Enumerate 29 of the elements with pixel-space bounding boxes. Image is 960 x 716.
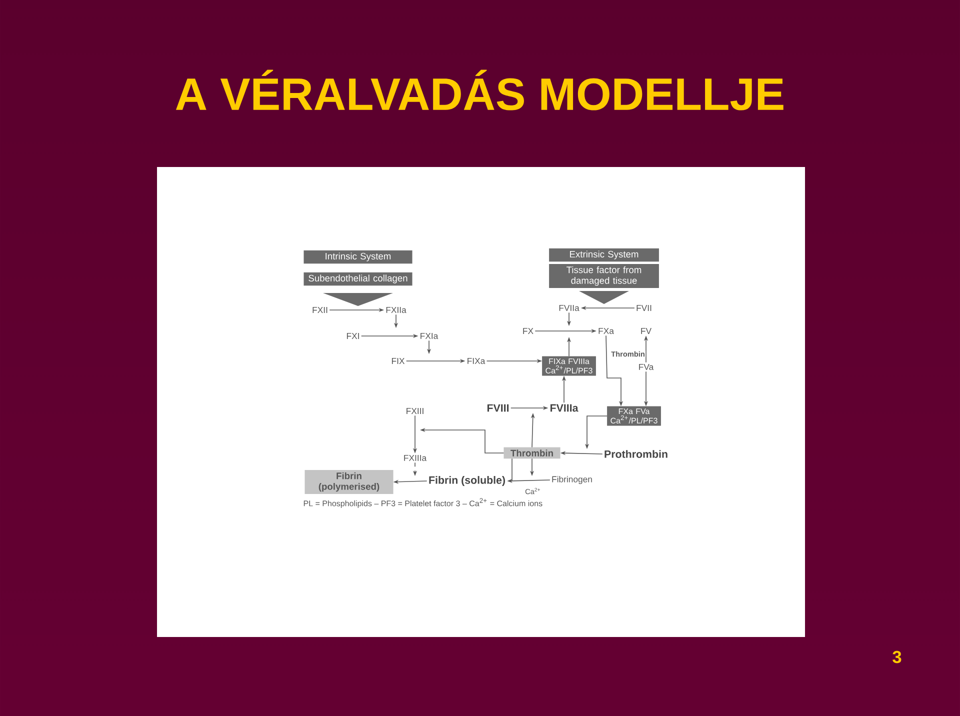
product-box: Fibrin (polymerised) [304, 470, 394, 494]
header-box: Extrinsic System [549, 248, 659, 262]
factor-label: FXI [346, 333, 359, 339]
slide-title: A VÉRALVADÁS MODELLJE [176, 70, 784, 110]
factor-label: FXIII [406, 408, 424, 414]
factor-label: FV [641, 328, 652, 334]
source-box: Tissue factor from damaged tissue [549, 264, 659, 288]
factor-label: FIX [392, 358, 405, 364]
source-box: Subendothelial collagen [304, 272, 412, 286]
header-box: Intrinsic System [304, 250, 412, 264]
factor-label: Prothrombin [604, 450, 668, 458]
factor-label: FXIIa [386, 306, 406, 314]
factor-label: FVIII [487, 404, 509, 412]
factor-label: FXIIIa [404, 454, 427, 462]
factor-label: FIXa [468, 358, 486, 364]
factor-label: FVa [639, 364, 654, 370]
product-box: Thrombin [504, 447, 560, 459]
page-number: 3 [892, 650, 902, 664]
factor-label: FXIa [420, 332, 438, 340]
complex-box: FIXa FVIIIa Ca$^{2+}$/PL/PF3 [542, 356, 596, 376]
factor-label: FVII [636, 305, 652, 311]
factor-label: FVIIIa [550, 404, 578, 412]
factor-label: FX [523, 328, 534, 334]
complex-box: FXa FVa Ca$^{2+}$/PL/PF3 [607, 406, 661, 426]
factor-label: FVIIa [559, 304, 580, 312]
factor-label: Fibrin (soluble) [429, 476, 505, 486]
factor-label: FXa [598, 328, 614, 334]
factor-label: Fibrinogen [552, 476, 592, 484]
factor-label: FXII [312, 307, 328, 313]
